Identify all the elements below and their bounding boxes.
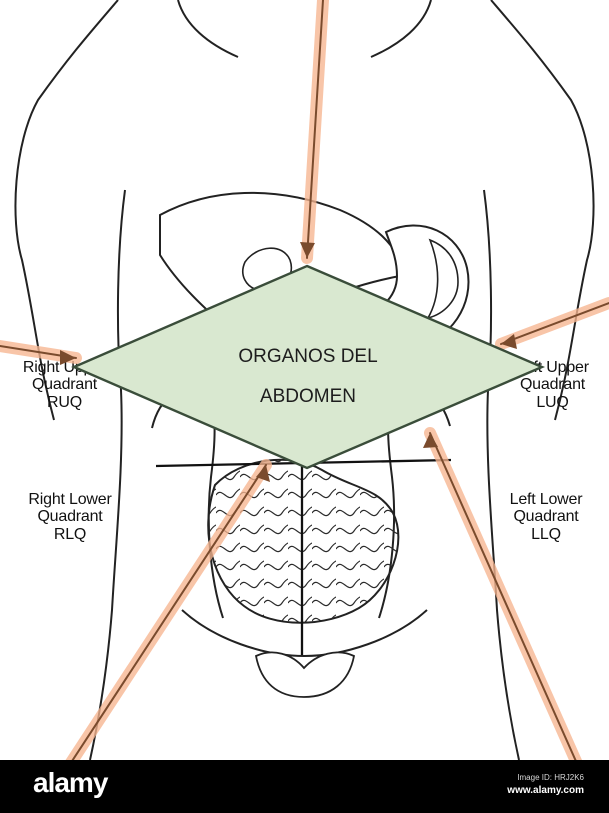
right-shoulder-line [491, 0, 594, 420]
neck-left [178, 0, 238, 57]
left-torso-line [90, 190, 125, 760]
watermark-url: www.alamy.com [507, 785, 584, 796]
quadrant-label-rlq: Right Lower Quadrant RLQ [18, 491, 122, 543]
stock-watermark-bar: alamy Image ID: HRJ2K6 www.alamy.com [0, 760, 609, 813]
quadrant-label-llq: Left Lower Quadrant LLQ [494, 491, 598, 543]
quadrant-label-luq: Left Upper Quadrant LUQ [510, 359, 595, 411]
watermark-image-id: Image ID: HRJ2K6 [517, 773, 584, 782]
left-shoulder-line [15, 0, 118, 420]
right-torso-line [484, 190, 519, 760]
small-intestine [208, 460, 398, 623]
quadrant-label-ruq: Right Upper Quadrant RUQ [22, 359, 107, 411]
bladder-shape [256, 652, 354, 697]
neck-right [371, 0, 431, 57]
central-diamond-title: ORGANOS DEL ABDOMEN [178, 337, 438, 425]
alamy-logo: alamy [33, 767, 107, 799]
